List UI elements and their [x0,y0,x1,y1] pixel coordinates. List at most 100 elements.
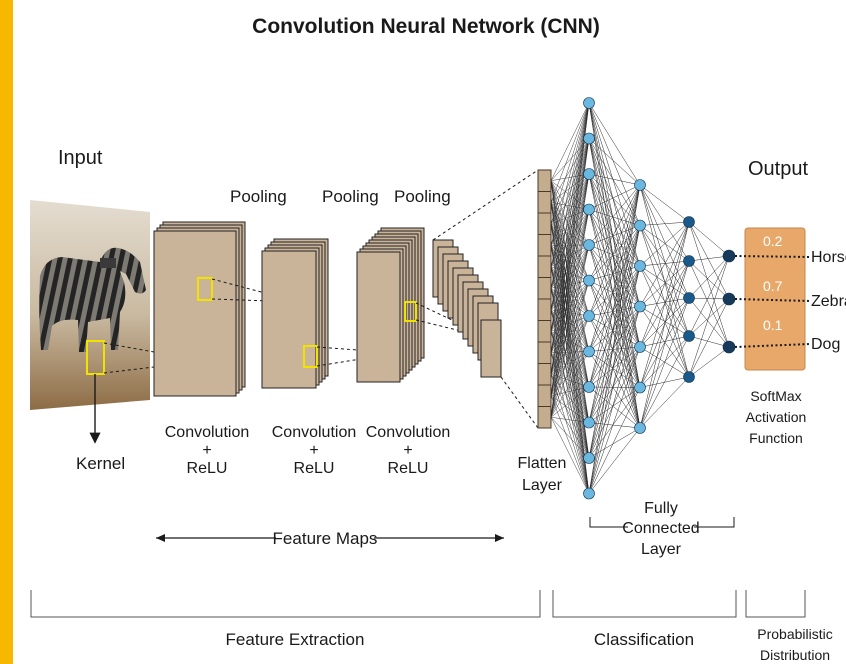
connection-line [588,244,641,307]
connection-line [588,386,641,429]
conv3-kernel-box [404,301,417,322]
connection-line [588,265,641,388]
connection-line [588,280,641,307]
flatten-cell [537,169,552,192]
output-connector [734,343,811,348]
neuron-node-layer-1 [583,239,595,251]
connection-line [550,417,590,459]
connection-line [639,297,690,307]
connection-line [588,138,641,226]
neuron-node-layer-2 [634,219,646,232]
connection-line [588,184,641,246]
probability-value: 0.1 [763,317,783,333]
connection-line [588,306,641,459]
left-accent-band [0,0,13,664]
connection-line [639,265,690,299]
flatten-cell [537,234,552,257]
neuron-node-layer-2 [634,300,646,313]
connection-line [550,173,590,396]
connection-line [588,346,641,423]
flatten-cell [537,277,552,300]
connection-line [588,102,641,226]
connection-line [588,387,641,494]
connection-line [588,138,641,348]
zebra-image [30,200,150,410]
pooling-label-2: Pooling [322,187,379,206]
connection-line [688,221,730,300]
connection-line [550,102,590,375]
svg-text:Distribution: Distribution [760,647,830,663]
connection-line [588,306,641,388]
connection-line [588,173,641,226]
classification-bracket [552,590,737,618]
neuron-node-layer-1 [583,132,595,145]
connection-line [588,102,641,429]
feature-map-stack-1 [153,221,246,397]
connection-line [550,102,590,267]
connection-line [588,102,641,307]
connection-line [588,306,641,423]
connection-line [550,102,590,418]
probability-value: 0.7 [763,278,783,294]
flatten-cell [537,212,552,235]
connection-line [688,260,730,300]
connection-line [588,351,641,388]
connection-line [588,265,641,281]
connection-line [550,102,590,353]
connection-line [588,138,641,186]
conv-relu-label-2: Convolution + ReLU [272,424,357,477]
svg-text:+: + [309,442,318,459]
connection-line [688,298,730,337]
svg-text:+: + [202,442,211,459]
connection-line [550,138,590,267]
connection-line [588,427,641,494]
connection-line [588,173,641,388]
conv-relu-label-1: Convolution + ReLU [165,424,250,477]
connection-line [550,417,590,494]
connection-line [588,427,641,459]
connection-line [588,244,641,388]
flatten-cell [537,320,552,343]
svg-text:SoftMax: SoftMax [750,388,801,404]
connection-line [639,376,690,429]
connection-line [588,346,641,459]
neuron-node-layer-1 [583,487,595,500]
flatten-layer [537,169,552,429]
output-connector [734,255,811,258]
classification-label: Classification [594,630,694,649]
probabilistic-distribution-label: Probabilistic Distribution [757,626,832,663]
connection-line [588,102,641,186]
flatten-cell [537,341,552,364]
feature-maps-label: Feature Maps [273,529,378,548]
connection-line [588,209,641,226]
neuron-node-layer-3 [683,371,695,383]
connection-line [550,280,590,418]
connection-line [688,255,730,337]
conv-relu-label-3: Convolution + ReLU [366,424,451,477]
connection-line [588,102,641,348]
connection-line [550,138,590,396]
connection-line [550,138,590,375]
neuron-node-layer-1 [583,203,595,216]
connection-line [550,315,590,418]
neuron-node-layer-2 [634,260,646,272]
connection-line [588,315,641,348]
connection-line [639,221,690,307]
neuron-node-layer-4 [722,249,736,263]
connection-line [688,298,730,378]
neuron-node-layer-1 [583,381,595,393]
connection-line [550,102,590,224]
output-label: Output [748,158,808,180]
connection-line [550,173,590,418]
feature-map-stack-4 [432,239,502,378]
pooling-label-1: Pooling [230,187,287,206]
connection-line [550,102,590,203]
connection-line [588,306,641,494]
connection-line [588,225,641,388]
connection-line [550,173,590,375]
flatten-cell [537,384,552,407]
connection-line [639,184,690,262]
neuron-node-layer-4 [722,340,736,354]
neuron-node-layer-2 [634,341,646,353]
